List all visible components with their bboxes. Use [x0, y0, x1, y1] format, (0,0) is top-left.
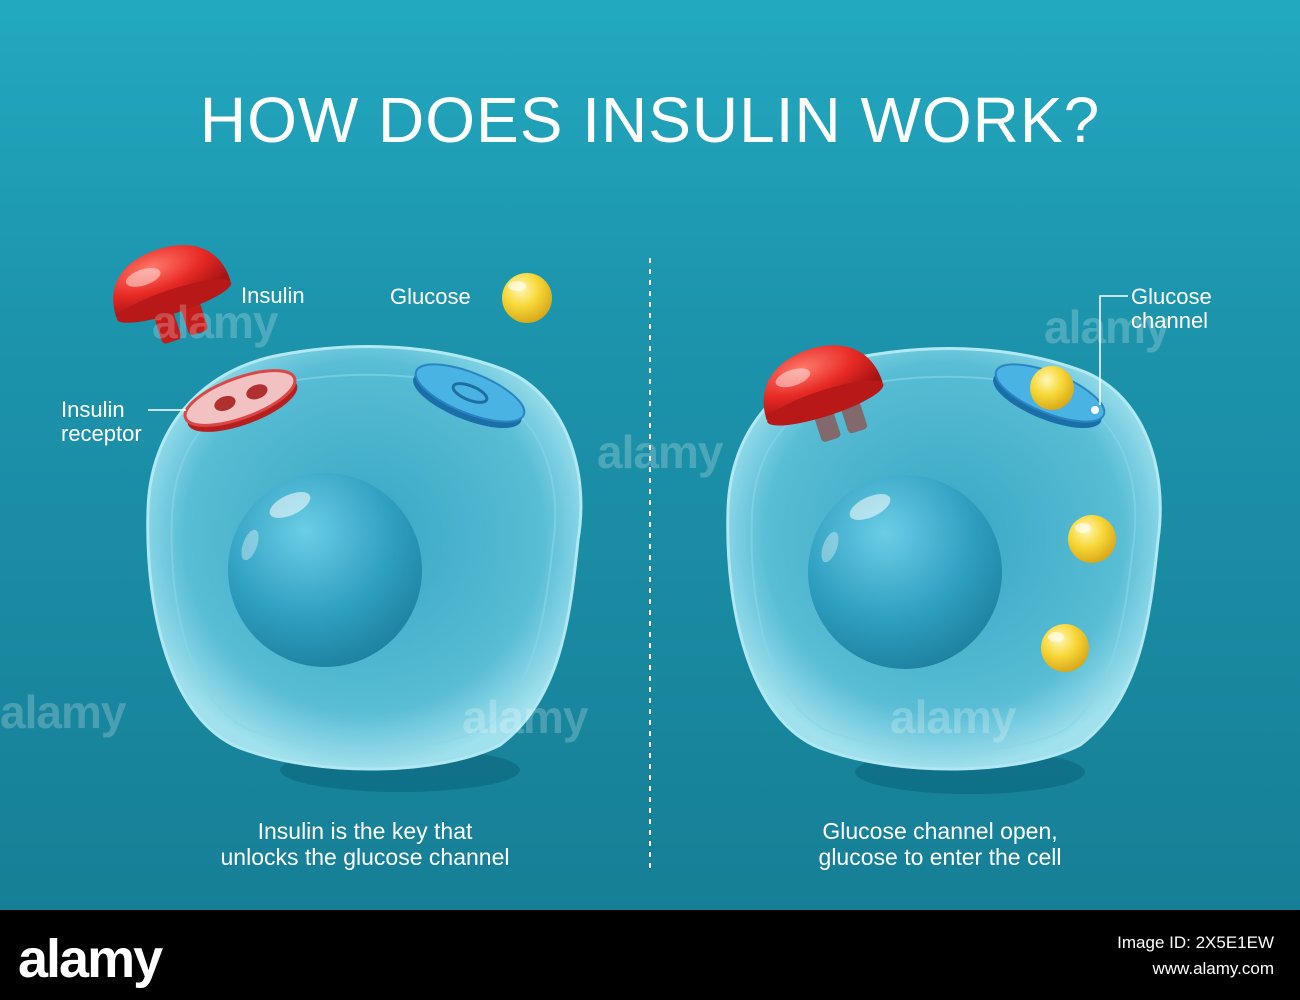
right-caption: Glucose channel open, glucose to enter t… — [730, 818, 1150, 870]
insulin-receptor-label: Insulin receptor — [61, 398, 142, 446]
left-nucleus-highlight — [269, 492, 311, 518]
glucose-label: Glucose — [390, 284, 471, 309]
glucose-inside-2 — [1041, 624, 1089, 672]
diagram-canvas: alamy alamy alamy alamy alamy alamy HOW … — [0, 0, 1300, 910]
insulin-receptor-label-line2: receptor — [61, 421, 142, 446]
watermark: alamy — [462, 691, 588, 743]
glucose-inside-1-highlight — [1075, 523, 1091, 533]
footer-info: Image ID: 2X5E1EW www.alamy.com — [1117, 930, 1274, 982]
glucose-channel-label-line2: channel — [1131, 308, 1209, 333]
left-nucleus-highlight-2 — [241, 529, 259, 561]
watermark: alamy — [1044, 301, 1170, 353]
footer-url[interactable]: www.alamy.com — [1152, 959, 1274, 978]
glucose-entering — [1030, 366, 1074, 410]
watermark: alamy — [890, 691, 1016, 743]
glucose-channel-closed — [413, 363, 526, 429]
image-id: Image ID: 2X5E1EW — [1117, 933, 1274, 952]
insulin-molecule — [113, 245, 232, 344]
left-caption-line1: Insulin is the key that — [257, 818, 473, 844]
bound-insulin — [763, 345, 884, 442]
right-nucleus-highlight — [849, 494, 891, 520]
glucose-inside-1 — [1068, 515, 1116, 563]
right-nucleus-highlight-2 — [821, 531, 839, 563]
left-cell — [113, 245, 583, 792]
footer-logo: alamy — [18, 929, 163, 989]
left-nucleus — [228, 473, 422, 667]
right-cell — [726, 295, 1162, 794]
glucose-molecule — [502, 273, 552, 323]
glucose-inside-2-highlight — [1048, 632, 1064, 642]
right-caption-line2: glucose to enter the cell — [818, 844, 1062, 870]
glucose-channel-label: Glucose channel — [1131, 285, 1212, 333]
watermark: alamy — [597, 426, 723, 478]
insulin-label: Insulin — [241, 283, 305, 308]
left-caption-line2: unlocks the glucose channel — [220, 844, 510, 870]
illustration — [113, 245, 1162, 872]
left-caption: Insulin is the key that unlocks the gluc… — [155, 818, 575, 870]
footer-bar: alamy Image ID: 2X5E1EW www.alamy.com — [0, 910, 1300, 1000]
page-title: HOW DOES INSULIN WORK? — [199, 84, 1101, 156]
glucose-channel-label-line1: Glucose — [1131, 284, 1212, 309]
glucose-highlight — [508, 281, 526, 291]
channel-leader-dot — [1091, 406, 1099, 414]
channel-leader-line — [1099, 295, 1128, 405]
right-caption-line1: Glucose channel open, — [822, 818, 1058, 844]
watermark: alamy — [152, 296, 278, 348]
insulin-receptor-label-line1: Insulin — [61, 397, 125, 422]
right-nucleus — [808, 475, 1002, 669]
watermark: alamy — [0, 686, 126, 738]
insulin-receptor — [183, 369, 298, 432]
